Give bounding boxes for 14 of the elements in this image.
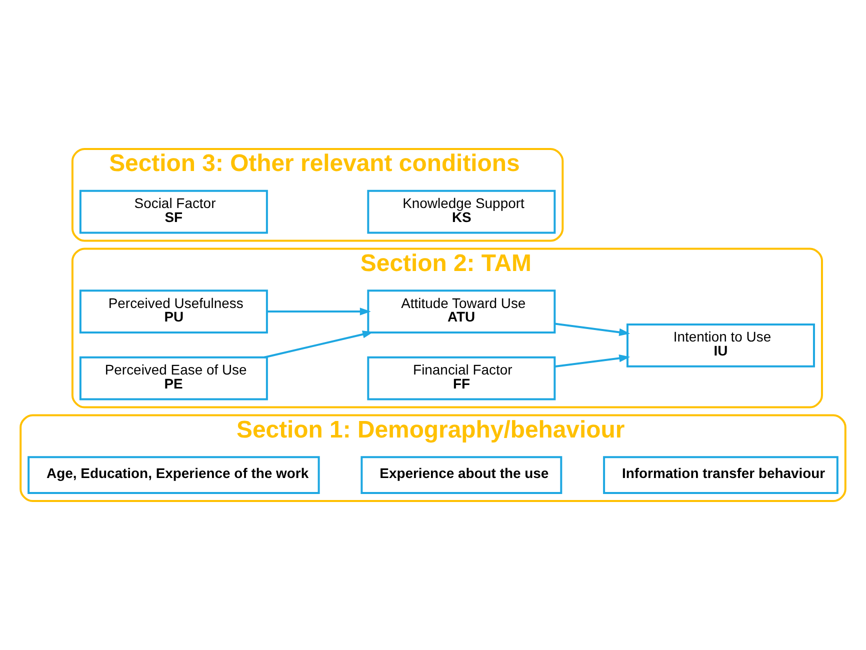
node-box: Experience about the use [360,456,562,494]
node-box: Age, Education, Experience of the work [28,456,320,494]
arrow [554,322,630,336]
node-box: Knowledge Support KS [367,190,556,234]
arrow [267,308,371,316]
node-box: Attitude Toward Use ATU [367,290,556,334]
arrow [554,354,630,368]
node-box: Perceived Usefulness PU [79,290,268,334]
arrow [264,330,374,358]
node-box: Information transfer behaviour [603,456,838,494]
node-box: Social Factor SF [79,190,268,234]
node-box: Perceived Ease of Use PE [79,356,268,400]
node-box: Intention to Use IU [626,324,815,368]
node-box: Financial Factor FF [367,356,556,400]
